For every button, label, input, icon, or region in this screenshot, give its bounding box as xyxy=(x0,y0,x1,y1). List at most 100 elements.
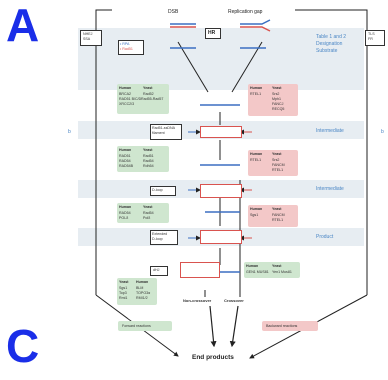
gt4-r3-yeast: Rmi1 xyxy=(119,296,128,300)
gt4-r2-yeast: Top3 xyxy=(119,291,127,295)
res-head-yeast: Yeast xyxy=(272,264,282,268)
forward-legend-label: Forward reactions xyxy=(122,324,151,328)
gt2-r3-yeast: Rdh54 xyxy=(143,164,154,168)
gt1-r2-yeast: Rad55-Rad57 xyxy=(141,97,164,101)
gt1-head-yeast: Yeast xyxy=(143,86,153,90)
tls-fr-box xyxy=(365,30,385,46)
gt3-r1-yeast: Rad54 xyxy=(143,211,154,215)
extended-label: Extended xyxy=(152,232,168,236)
res-head-human: Human xyxy=(246,264,259,268)
gt3-head-yeast: Yeast xyxy=(143,205,153,209)
backward-legend xyxy=(262,321,318,331)
gt4-r3-human: RMI1/2 xyxy=(136,296,148,300)
gt3-r1-human: RAD54 xyxy=(119,211,131,215)
pt3-head-yeast: Yeast xyxy=(272,207,282,211)
fr-label: FR xyxy=(368,37,373,41)
pt3-r1-human: Sgs1 xyxy=(250,213,259,217)
gt2-r1-human: RAD51 xyxy=(119,154,131,158)
b-label-left: b xyxy=(68,129,71,135)
res-human: GEN1 MUS81 xyxy=(246,270,269,274)
gt1-r3-human: XRCC2/3 xyxy=(119,102,135,106)
gt4-head-yeast: Yeast xyxy=(119,280,129,284)
pt3-r2-yeast: RTEL1 xyxy=(272,218,284,222)
pt2-head-yeast: Yeast xyxy=(272,152,282,156)
intermediate-label-1: Intermediate xyxy=(316,128,344,134)
product-label: Product xyxy=(316,234,334,240)
end-products-label: End products xyxy=(192,354,234,361)
gt4-r2-human: TOPO3α xyxy=(136,291,151,295)
dhj-label: dHJ xyxy=(153,268,160,272)
protein-legend-box xyxy=(118,40,144,55)
green-table-3 xyxy=(117,203,169,223)
pt1-r1-human: RTEL1 xyxy=(250,92,262,96)
resolvase-table xyxy=(244,262,300,278)
ssa-label: SSA xyxy=(83,37,91,41)
gt1-head-human: Human xyxy=(119,86,132,90)
rad51-label: Rad51-ssDNA xyxy=(152,126,175,130)
pt2-r1-human: RTEL1 xyxy=(250,158,262,162)
pt3-head-human: Human xyxy=(250,207,263,211)
gt2-r2-yeast: Rad54 xyxy=(143,159,154,163)
dloop-label: D-loop xyxy=(152,188,163,192)
backward-legend-label: Backward reactions xyxy=(266,324,298,328)
gt4-head-human: Human xyxy=(136,280,149,284)
pt1-head-human: Human xyxy=(250,86,263,90)
green-table-2 xyxy=(117,146,169,172)
pt1-r4-yeast: RECQ5 xyxy=(272,107,285,111)
filament-label: filament xyxy=(152,131,165,135)
pt2-r2-yeast: FANCM xyxy=(272,163,285,167)
legend-rpa: • RPA xyxy=(120,42,130,46)
green-table-1 xyxy=(117,84,169,114)
gt3-r2-human: POLδ xyxy=(119,216,129,220)
pt1-r2-yeast: Mph1 xyxy=(272,97,281,101)
panel-label-c: C xyxy=(6,320,40,372)
non-crossover-label: Non-crossover xyxy=(183,298,212,303)
nhej-ssa-box xyxy=(80,30,102,46)
pt1-head-yeast: Yeast xyxy=(272,86,282,90)
nhej-label: NHEJ xyxy=(83,32,93,36)
extended-dloop-label: D-loop xyxy=(152,237,163,241)
b-label-right: b xyxy=(381,129,384,135)
gt1-r1-human: BRCA2 xyxy=(119,92,131,96)
gt2-head-human: Human xyxy=(119,148,132,152)
gt4-r1-yeast: Sgs1 xyxy=(119,286,128,290)
pt2-head-human: Human xyxy=(250,152,263,156)
gt2-r3-human: RAD54B xyxy=(119,164,133,168)
gt4-r1-human: BLM xyxy=(136,286,144,290)
pt2-r3-yeast: RTEL1 xyxy=(272,168,284,172)
gt3-head-human: Human xyxy=(119,205,132,209)
dhj-box xyxy=(150,266,168,276)
green-table-4 xyxy=(117,278,157,305)
substrate-label: Substrate xyxy=(316,48,338,54)
panel-label-a: A xyxy=(6,0,40,51)
pink-table-3 xyxy=(248,205,298,227)
dsb-label: DSB xyxy=(168,9,179,15)
forward-legend xyxy=(118,321,172,331)
gt2-r1-yeast: Rad51 xyxy=(143,154,154,158)
dloop-dna-box xyxy=(200,184,242,198)
gt3-r2-yeast: Polδ xyxy=(143,216,151,220)
rad51-filament-box xyxy=(150,124,182,140)
gt2-head-yeast: Yeast xyxy=(143,148,153,152)
gt1-r2-human: RAD51 B/C/D xyxy=(119,97,142,101)
dloop-box xyxy=(150,186,176,196)
legend-rad51: • Rad51 xyxy=(120,47,133,51)
extended-dna-box xyxy=(200,230,242,244)
pink-table-2 xyxy=(248,150,298,176)
replication-gap-label: Replication gap xyxy=(228,9,263,15)
pt1-r3-yeast: FANCJ xyxy=(272,102,284,106)
pt2-r1-yeast: Srs2 xyxy=(272,158,280,162)
pt1-r1-yeast: Srs2 xyxy=(272,92,280,96)
tls-label: TLS xyxy=(368,32,375,36)
gt1-r1-yeast: Rad52 xyxy=(143,92,154,96)
substrate-band xyxy=(78,28,364,90)
gt2-r2-human: RAD54 xyxy=(119,159,131,163)
dhj-dna-box xyxy=(180,262,220,278)
extended-dloop-box xyxy=(150,230,178,245)
crossover-label: Crossover xyxy=(224,298,244,303)
intermediate-label-2: Intermediate xyxy=(316,186,344,192)
pt3-r1-yeast: FANCM xyxy=(272,213,285,217)
hr-label: HR xyxy=(208,30,216,36)
designation-label: Designation xyxy=(316,41,343,47)
res-yeast: Yen1 Mus81 xyxy=(272,270,292,274)
